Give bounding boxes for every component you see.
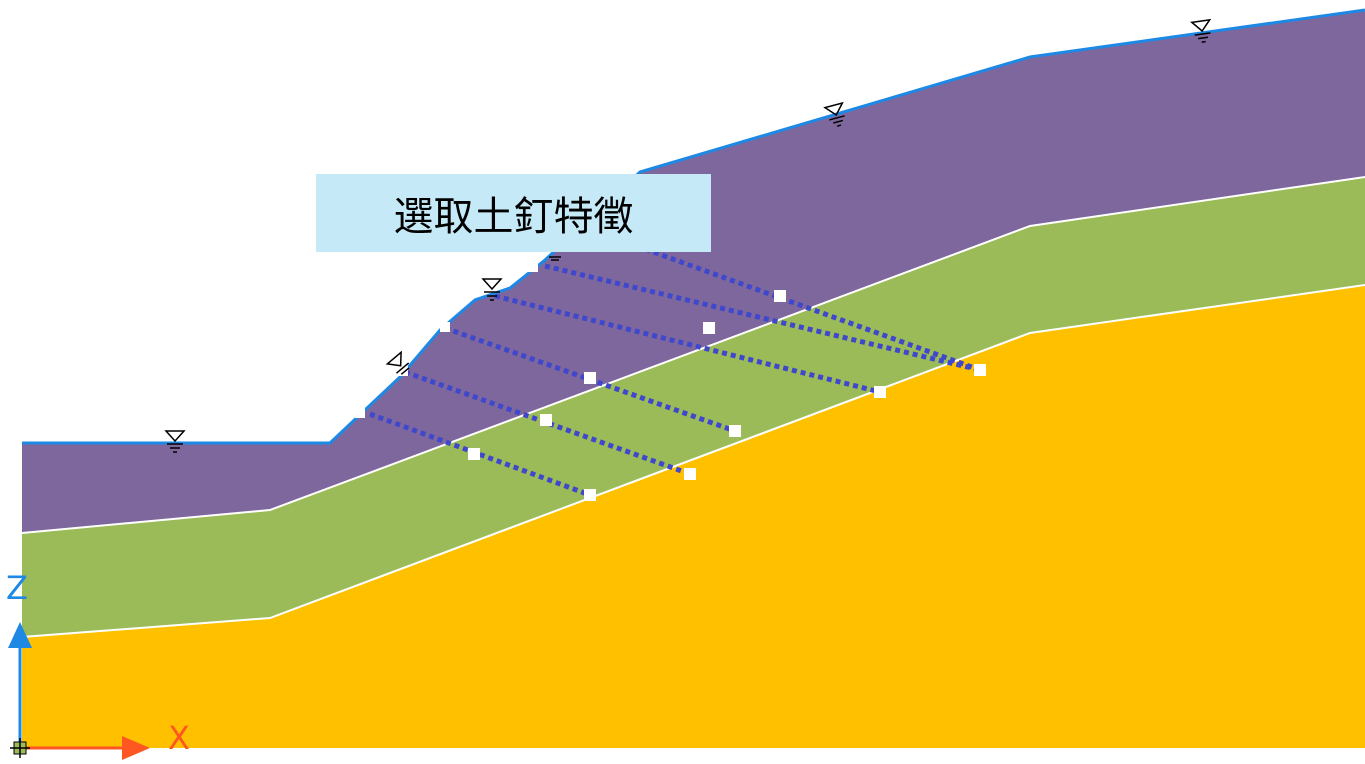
water-table-markers bbox=[164, 18, 1212, 453]
nail-node[interactable] bbox=[528, 262, 538, 272]
soil-nail[interactable] bbox=[544, 263, 981, 373]
nail-node[interactable] bbox=[584, 489, 596, 501]
ground-surface-line bbox=[22, 8, 1365, 445]
nail-node[interactable] bbox=[729, 425, 741, 437]
soil-nail[interactable] bbox=[619, 237, 981, 373]
nail-node[interactable] bbox=[684, 468, 696, 480]
nail-node[interactable] bbox=[703, 322, 715, 334]
layer-boundary-lower bbox=[21, 284, 1365, 638]
layer-boundary-upper bbox=[21, 176, 1365, 534]
nail-nodes-group bbox=[355, 262, 986, 501]
nail-node[interactable] bbox=[355, 408, 365, 418]
nail-node[interactable] bbox=[774, 290, 786, 302]
nail-node[interactable] bbox=[398, 366, 408, 376]
soil-nail[interactable] bbox=[404, 369, 691, 477]
soil-nail[interactable] bbox=[494, 293, 881, 395]
bottom-soil-layer[interactable] bbox=[22, 285, 1365, 748]
z-axis-label: Z bbox=[6, 569, 28, 607]
x-axis-label: X bbox=[168, 719, 190, 757]
nail-node[interactable] bbox=[468, 448, 480, 460]
water-table-icon bbox=[481, 278, 503, 301]
z-axis-arrowhead bbox=[8, 622, 32, 648]
nail-node[interactable] bbox=[874, 386, 886, 398]
water-table-icon bbox=[549, 256, 561, 261]
x-axis-arrowhead bbox=[122, 736, 150, 760]
nail-node[interactable] bbox=[540, 414, 552, 426]
water-table-icon bbox=[823, 101, 845, 127]
water-table-icon bbox=[1190, 18, 1212, 43]
top-soil-layer[interactable] bbox=[22, 10, 1365, 533]
nail-node[interactable] bbox=[440, 322, 450, 332]
middle-soil-layer[interactable] bbox=[22, 177, 1365, 637]
nail-node[interactable] bbox=[974, 364, 986, 376]
nail-node[interactable] bbox=[584, 372, 596, 384]
water-table-icon bbox=[164, 430, 186, 453]
axis-indicator bbox=[8, 622, 150, 760]
select-soil-nail-features-label: 選取土釘特徵 bbox=[316, 174, 711, 252]
water-table-icon bbox=[385, 350, 410, 375]
